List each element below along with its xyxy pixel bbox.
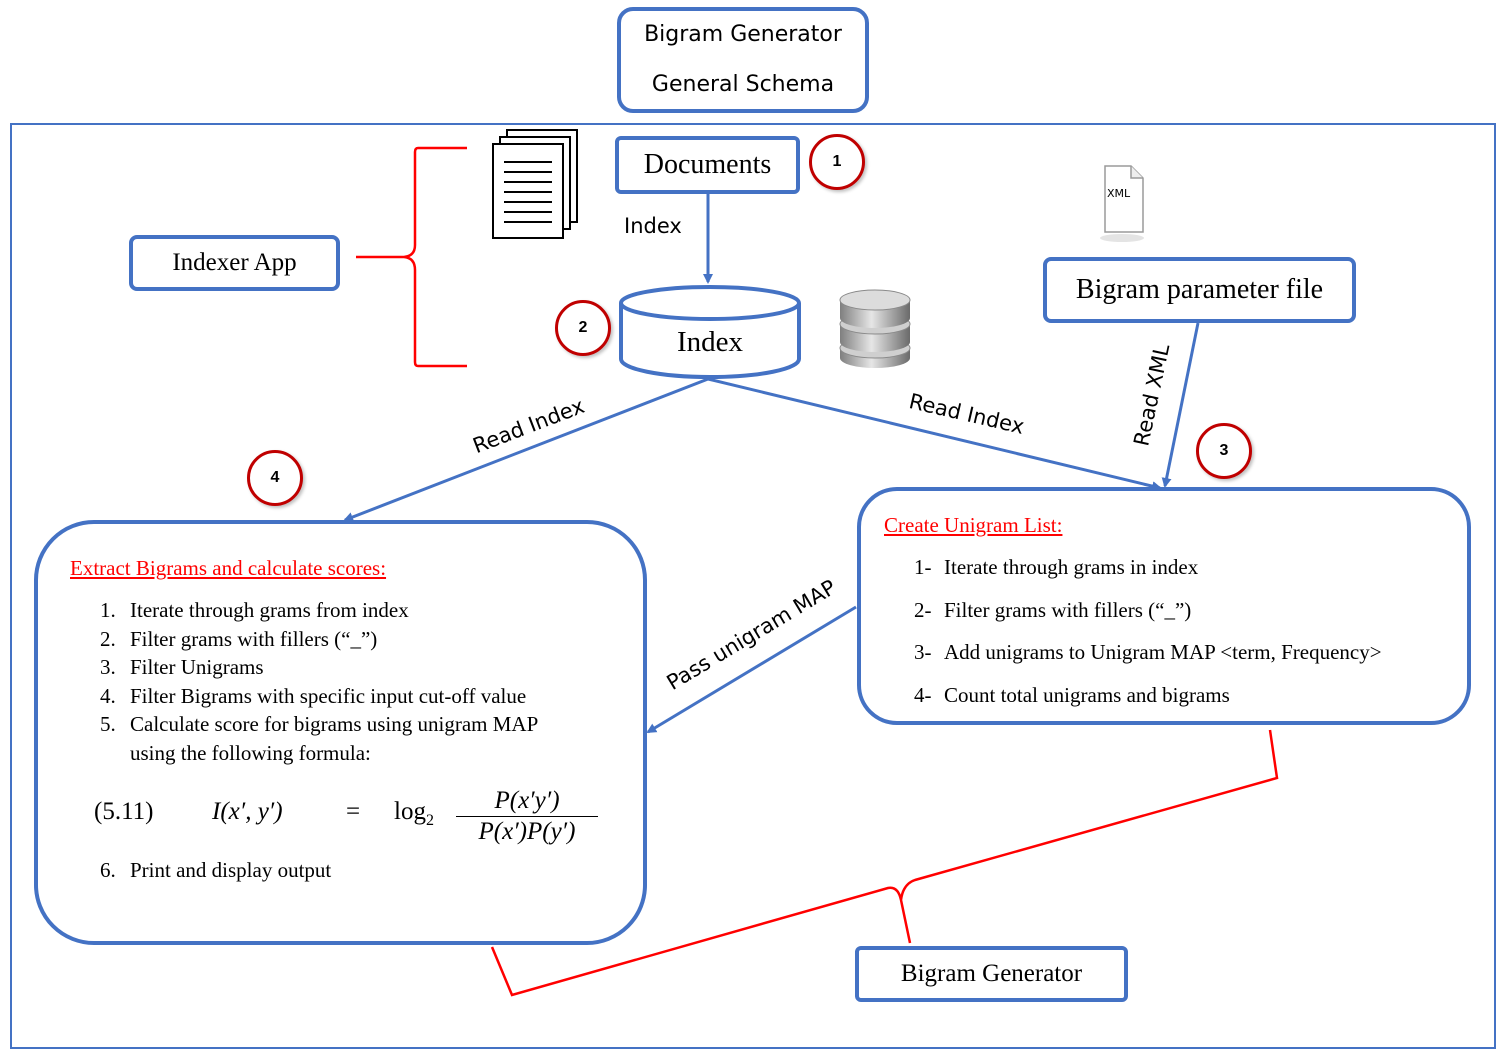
step-badge-3: 3	[1196, 423, 1252, 479]
unigram-box-title: Create Unigram List:	[884, 513, 1063, 537]
extract-bigrams-box: Extract Bigrams and calculate scores: 1.…	[34, 520, 647, 945]
bigram-generator-label: Bigram Generator	[900, 960, 1083, 987]
list-item: 2.Filter grams with fillers (“_”)	[100, 626, 378, 651]
edge-label-index: Index	[624, 214, 682, 238]
arrow-index-to-unigram	[707, 377, 1162, 491]
pmi-formula: (5.11) I(x′, y′) = log2 P(x′y′) P(x′)P(y…	[94, 786, 614, 856]
step-badge-2: 2	[555, 300, 611, 356]
list-item: 6.Print and display output	[100, 858, 332, 882]
xml-file-icon: XML	[1085, 160, 1155, 244]
formula-denominator: P(x′)P(y′)	[478, 818, 576, 845]
bigram-param-file-label: Bigram parameter file	[1075, 274, 1324, 305]
extract-steps-list: 1.Iterate through grams from index 2.Fil…	[100, 598, 538, 769]
list-item: 3-Add unigrams to Unigram MAP <term, Fre…	[914, 640, 1382, 664]
formula-fraction: P(x′y′) P(x′)P(y′)	[456, 786, 598, 847]
extract-final-step: 6.Print and display output	[100, 858, 331, 887]
documents-box: Documents	[615, 136, 800, 194]
list-item: 4.Filter Bigrams with specific input cut…	[100, 683, 527, 708]
title-line-2: General Schema	[651, 72, 835, 97]
formula-lhs: I(x′, y′)	[212, 798, 283, 825]
outer-frame	[10, 123, 1496, 1049]
list-item: 3.Filter Unigrams	[100, 655, 264, 679]
step-badge-4: 4	[247, 450, 303, 506]
index-cylinder	[619, 285, 801, 379]
formula-numerator: P(x′y′)	[494, 787, 560, 814]
formula-equals: =	[346, 798, 361, 825]
formula-number: (5.11)	[94, 798, 154, 825]
list-item: 4-Count total unigrams and bigrams	[914, 682, 1230, 707]
title-line-1: Bigram Generator	[644, 22, 842, 47]
indexer-app-box: Indexer App	[129, 235, 340, 291]
database-icon	[839, 289, 911, 368]
arrow-param-to-unigram	[1161, 322, 1200, 488]
index-label: Index	[676, 325, 744, 358]
unigram-steps-list: 1-Iterate through grams in index 2-Filte…	[914, 555, 1382, 725]
arrow-index-to-extract	[343, 377, 709, 522]
formula-log: log2	[394, 798, 434, 829]
bigram-generator-brace	[490, 729, 1279, 997]
bigram-param-file-box: Bigram parameter file	[1043, 257, 1356, 323]
xml-icon-text: XML	[1107, 187, 1131, 200]
list-item: using the following formula:	[130, 740, 371, 765]
arrow-unigram-to-extract	[646, 605, 857, 734]
indexer-app-label: Indexer App	[172, 249, 297, 276]
list-item: 1.Iterate through grams from index	[100, 598, 409, 622]
bigram-generator-box: Bigram Generator	[855, 946, 1128, 1002]
create-unigram-box: Create Unigram List: 1-Iterate through g…	[857, 487, 1471, 725]
list-item: 2-Filter grams with fillers (“_”)	[914, 597, 1192, 622]
step-badge-1: 1	[809, 134, 865, 190]
indexer-brace	[356, 146, 467, 368]
fraction-bar	[456, 816, 598, 817]
list-item: 1-Iterate through grams in index	[914, 555, 1199, 579]
title-box: Bigram Generator General Schema	[617, 7, 869, 113]
list-item: 5.Calculate score for bigrams using unig…	[100, 712, 539, 736]
documents-label: Documents	[643, 149, 772, 180]
documents-icon	[492, 129, 578, 239]
extract-box-title: Extract Bigrams and calculate scores:	[70, 556, 387, 580]
